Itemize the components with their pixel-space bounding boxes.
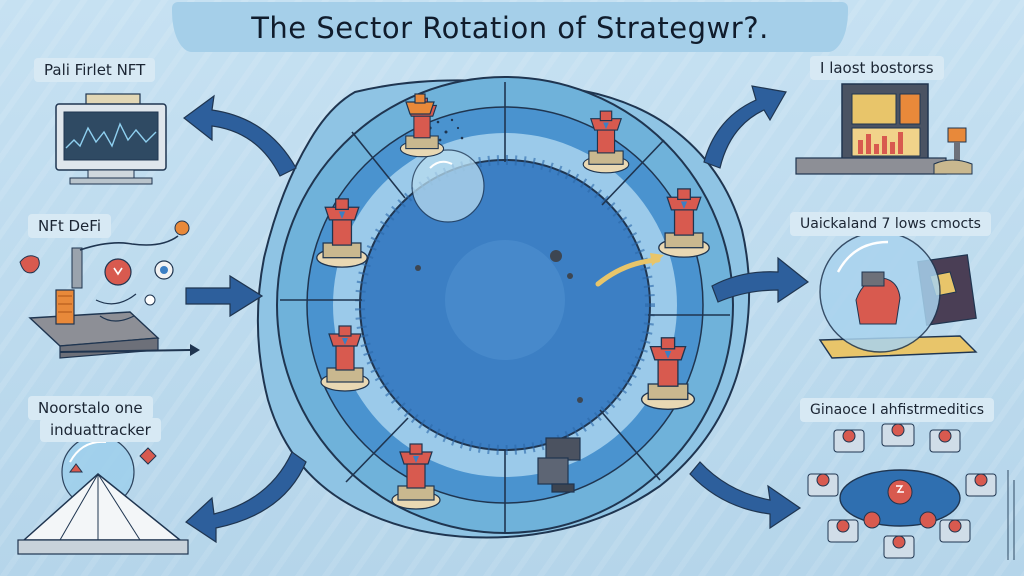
pebble [567, 273, 573, 279]
sector-wheel [256, 76, 751, 539]
token-coin-network-icon [807, 423, 1015, 560]
crystal-ball-tracker-icon [17, 435, 189, 555]
page-title: The Sector Rotation of Strategwr?. [251, 11, 769, 45]
curved-arrow-icon [185, 451, 307, 544]
pebble [415, 265, 421, 271]
label-bottom-left-line2: induattracker [40, 418, 161, 442]
curved-arrow-icon [183, 94, 297, 177]
label-top-right: I laost bostorss [810, 56, 944, 80]
label-mid-left: NFt DeFi [28, 214, 111, 238]
dark-machine-icon [537, 437, 581, 493]
glass-dome-globe-icon [818, 231, 978, 359]
crystal-sphere [411, 149, 485, 223]
label-bottom-left-line1: Noorstalo one [28, 396, 153, 420]
label-mid-right: Uaickaland 7 lows cmocts [790, 212, 991, 236]
curved-arrow-icon [689, 461, 802, 530]
curved-arrow-icon [703, 85, 787, 169]
trading-terminal-icon [795, 83, 973, 175]
orange-figure-icon [405, 93, 435, 115]
label-bottom-right: Ginaoce I ahfistrmeditics [800, 398, 995, 422]
label-top-left: Pali Firlet NFT [34, 58, 156, 82]
title-banner [172, 2, 848, 52]
curved-arrow-icon [185, 274, 264, 318]
pebble [550, 250, 562, 262]
core-texture [355, 155, 655, 455]
segment-dividers [280, 82, 730, 533]
rotation-arrows [183, 85, 810, 544]
computer-monitor-chart-icon [55, 93, 167, 185]
pebble [577, 397, 583, 403]
curved-arrow-icon [711, 256, 810, 304]
defi-machine-network-icon [19, 220, 200, 359]
core-highlight [445, 240, 565, 360]
